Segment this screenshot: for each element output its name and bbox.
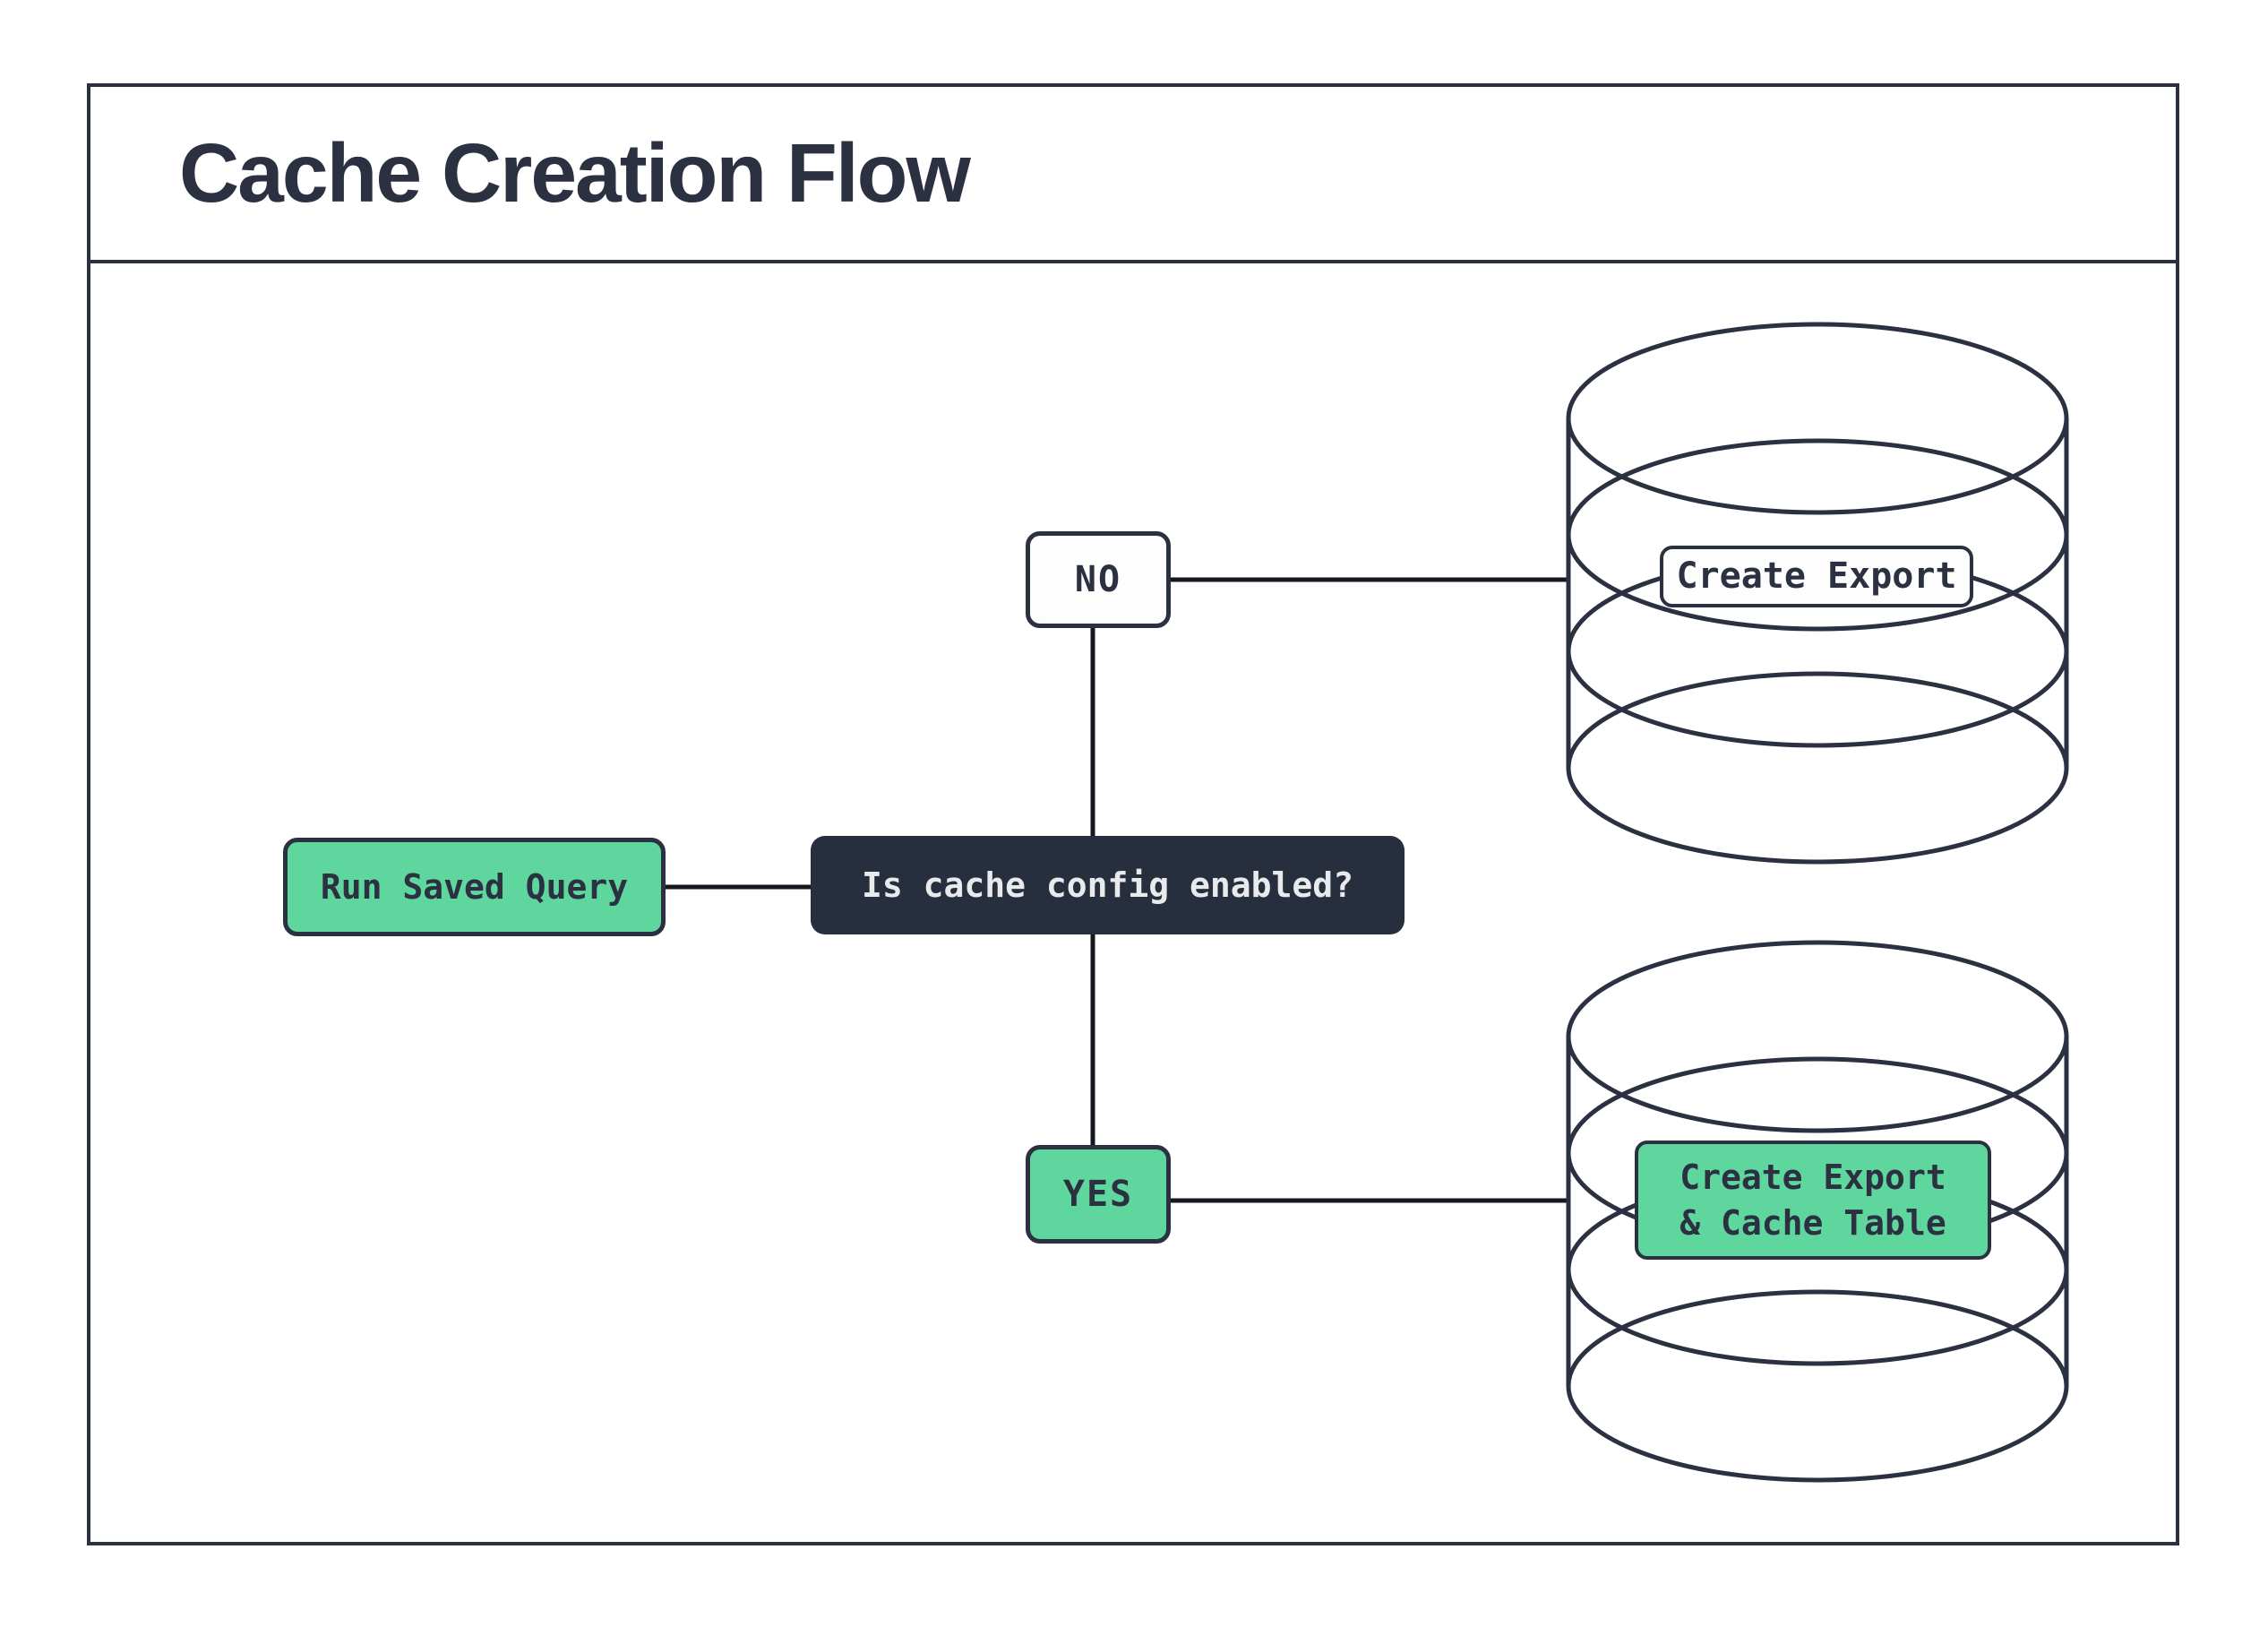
create-export-label: Create Export: [1660, 546, 1973, 607]
no-branch-label: NO: [1074, 559, 1122, 600]
page-title: Cache Creation Flow: [179, 126, 971, 220]
decision-node-cache-config: Is cache config enabled?: [811, 836, 1405, 934]
start-node-label: Run Saved Query: [320, 867, 629, 907]
yes-branch-node: YES: [1026, 1145, 1171, 1244]
create-export-cache-table-line2: & Cache Table: [1680, 1202, 1946, 1243]
create-export-label-text: Create Export: [1676, 555, 1957, 598]
title-bar: [87, 83, 2179, 263]
connector-lines: [666, 577, 1568, 1203]
decision-node-label: Is cache config enabled?: [861, 865, 1354, 905]
diagram-frame: [87, 83, 2179, 1545]
no-branch-node: NO: [1026, 531, 1171, 628]
create-export-cache-table-line1: Create Export: [1680, 1158, 1946, 1198]
create-export-cache-table-label: Create Export & Cache Table: [1635, 1141, 1991, 1260]
start-node-run-saved-query: Run Saved Query: [283, 838, 666, 936]
yes-branch-label: YES: [1062, 1174, 1134, 1215]
